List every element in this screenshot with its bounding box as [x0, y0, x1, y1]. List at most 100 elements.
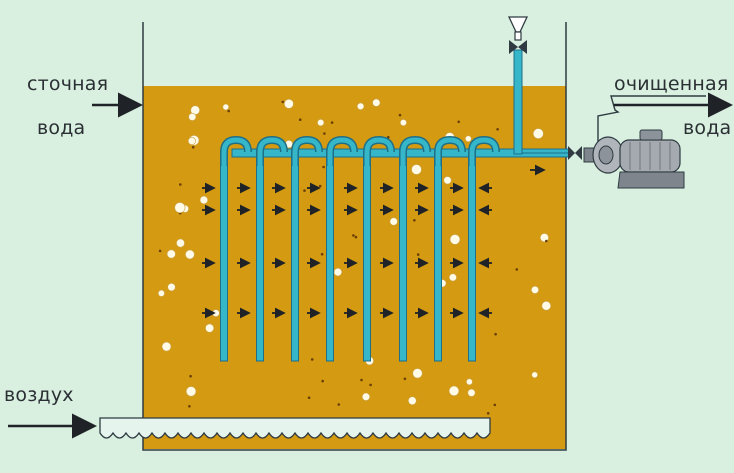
air-bubble	[188, 112, 197, 121]
sludge-particle	[191, 145, 195, 149]
air-bubble	[407, 396, 417, 406]
air-bubble	[161, 341, 172, 352]
air-bubble	[372, 98, 381, 107]
air-bubble	[187, 137, 196, 146]
membrane-tube	[256, 164, 264, 362]
air-bubble	[449, 234, 461, 245]
air-bubble	[411, 164, 422, 175]
sludge-particle	[369, 383, 372, 387]
air-bubble	[532, 128, 544, 139]
sludge-particle	[330, 121, 334, 124]
sludge-particle	[457, 120, 461, 124]
sludge-bubbles	[157, 98, 552, 415]
air-bubble	[465, 378, 473, 386]
air-bubble	[174, 202, 186, 214]
air-bubble	[157, 289, 165, 297]
air-bubble	[222, 103, 230, 111]
air-bubble	[283, 98, 294, 109]
tube-bend-fill	[257, 137, 287, 166]
air-bubble	[467, 388, 476, 397]
tube-bend-fill	[327, 137, 357, 166]
sludge-particle	[281, 100, 285, 104]
air-bubble	[356, 102, 365, 111]
outlet-valve-icon	[568, 146, 582, 160]
sludge-particle	[310, 358, 314, 361]
inlet-label-line2: вода	[37, 117, 86, 139]
air-bubble	[389, 217, 398, 226]
air-bubble	[166, 249, 176, 259]
sludge-particle	[320, 252, 324, 256]
sludge-particle	[515, 268, 519, 271]
membrane-tube	[363, 164, 371, 362]
membrane-tube	[291, 164, 299, 362]
tube-bend-fill	[292, 137, 322, 166]
sludge-particle	[227, 109, 230, 113]
air-bubble	[539, 233, 549, 243]
sludge-particle	[307, 396, 311, 400]
air-diffuser-pipe	[99, 417, 491, 439]
inlet-label-line1: сточная	[27, 73, 109, 95]
sludge-particle	[337, 403, 341, 406]
sludge-particle	[322, 165, 325, 169]
air-bubble	[167, 283, 176, 292]
air-bubble	[333, 267, 343, 277]
air-bubble	[443, 176, 452, 185]
sludge-particle	[496, 128, 499, 131]
membrane-tube	[220, 164, 228, 362]
air-label: воздух	[4, 384, 74, 406]
sludge-particle	[416, 253, 420, 256]
sludge-particle	[493, 403, 497, 407]
sludge-particle	[352, 234, 355, 237]
air-bubble	[448, 273, 457, 282]
sludge-fill	[143, 86, 566, 449]
sludge-particle	[354, 235, 358, 239]
air-bubble	[530, 285, 539, 294]
air-bubble	[185, 249, 195, 260]
air-bubble	[541, 300, 552, 311]
air-bubble	[205, 323, 215, 333]
air-bubble	[361, 392, 371, 401]
sludge-particle	[323, 132, 326, 135]
air-bubble	[199, 195, 209, 205]
membrane-tube	[434, 164, 442, 362]
sludge-particle	[398, 113, 402, 117]
sludge-particle	[179, 183, 182, 186]
valve-icon	[509, 40, 527, 54]
membrane-tube	[326, 164, 334, 362]
air-bubble	[399, 119, 407, 127]
sludge-particle	[298, 118, 302, 121]
sludge-particle	[321, 379, 325, 383]
funnel-icon	[507, 16, 529, 41]
air-bubble	[176, 238, 185, 248]
outlet-label-line1: очищенная	[614, 73, 729, 95]
sludge-particle	[403, 377, 407, 381]
air-bubble	[464, 135, 472, 142]
outlet-label-line2: вода	[683, 117, 732, 139]
air-bubble	[531, 371, 539, 379]
sludge-particle	[360, 378, 363, 382]
sludge-particle	[494, 332, 497, 336]
membrane-tube	[468, 164, 476, 362]
sludge-particle	[413, 219, 416, 222]
membrane-tube	[399, 164, 407, 362]
sludge-particle	[189, 374, 192, 378]
sludge-particle	[303, 189, 306, 192]
pump-icon	[583, 95, 706, 189]
air-bubble	[412, 368, 423, 379]
sludge-particle	[545, 239, 548, 243]
filtration-arrows	[202, 164, 546, 319]
membrane-modules	[220, 135, 500, 362]
tube-bend-fill	[469, 137, 499, 166]
air-bubble	[448, 385, 460, 397]
air-bubble	[317, 118, 325, 127]
tube-bend-fill	[221, 137, 251, 166]
sludge-particle	[158, 249, 162, 253]
sludge-particle	[486, 412, 490, 415]
sludge-particle	[318, 184, 322, 188]
sludge-particle	[188, 405, 191, 408]
tank-wall	[142, 22, 567, 451]
tube-bend-fill	[435, 137, 465, 166]
tube-bend-fill	[400, 137, 430, 166]
